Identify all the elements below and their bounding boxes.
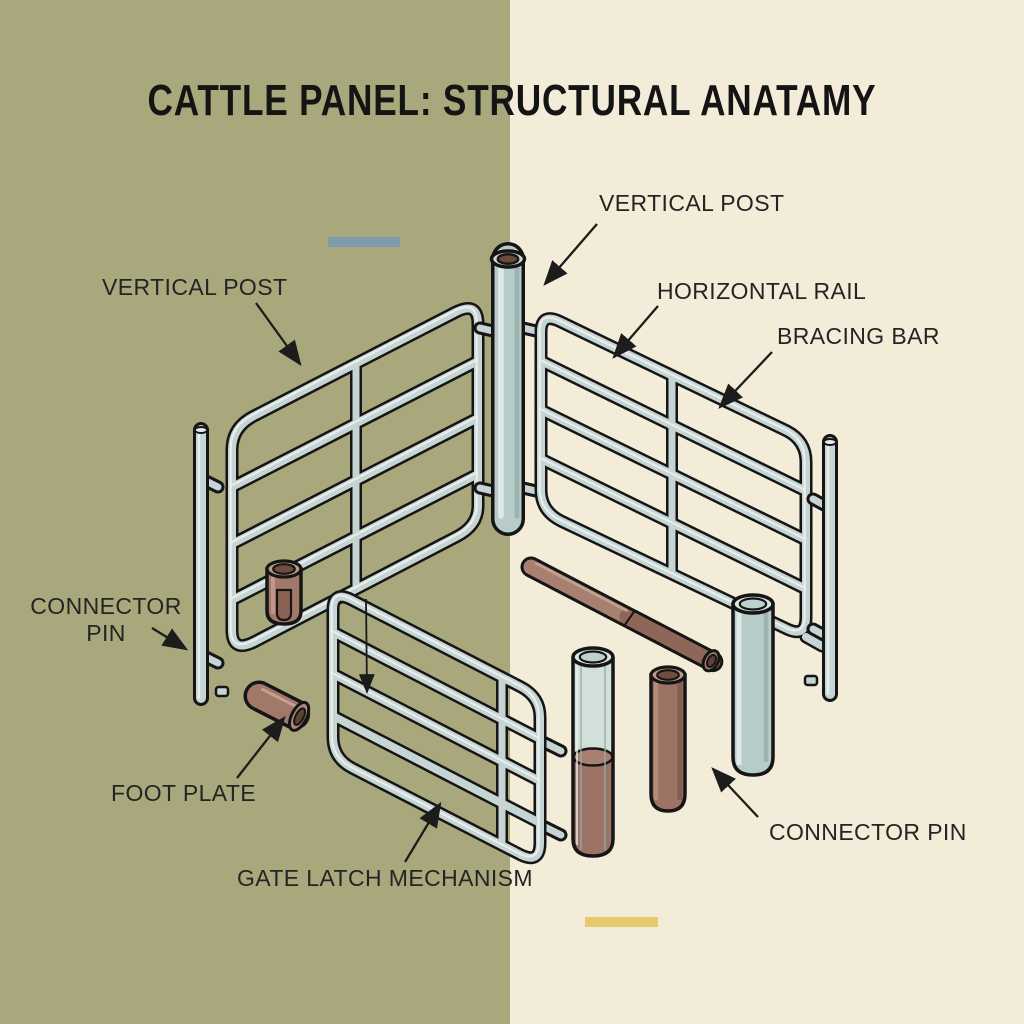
central-vertical-post: [489, 242, 527, 536]
left-vertical-post: [195, 427, 230, 698]
arrow-vertical-post-right: [543, 223, 598, 286]
foot-plate-pin: [243, 680, 311, 732]
label-bracing-bar: BRACING BAR: [777, 323, 940, 349]
accent-bar-blue: [328, 237, 400, 247]
connector-pin-glass-sleeve: [571, 646, 615, 858]
right-vertical-post: [803, 439, 836, 694]
background-left-green: [0, 0, 510, 1024]
arrow-horizontal-rail: [612, 305, 659, 359]
label-foot-plate: FOOT PLATE: [111, 780, 257, 806]
annotation-arrows: [151, 223, 773, 863]
label-horizontal-rail: HORIZONTAL RAIL: [657, 278, 867, 304]
arrow-gate-latch: [404, 801, 442, 863]
arrow-bracing-bar: [718, 351, 773, 409]
accent-bar-yellow: [585, 917, 658, 927]
connector-pin-brown: [649, 665, 687, 813]
label-vertical-post-right: VERTICAL POST: [599, 190, 785, 216]
connector-pin-cut-sleeve: [265, 559, 303, 626]
gate-panel: [332, 595, 568, 857]
arrow-foot-plate: [236, 716, 286, 779]
arrow-gate-inner: [358, 598, 375, 694]
label-gate-latch-mechanism: GATE LATCH MECHANISM: [237, 865, 533, 891]
arrow-connector-pin-left: [151, 627, 189, 651]
label-vertical-post-left: VERTICAL POST: [102, 274, 288, 300]
arrow-connector-pin-right: [711, 767, 759, 818]
page-title: CATTLE PANEL: STRUCTURAL ANATAMY: [147, 76, 877, 125]
central-post-lugs: [473, 321, 543, 498]
arrow-vertical-post-left: [255, 302, 302, 367]
label-connector-pin-right: CONNECTOR PIN: [769, 819, 967, 845]
connector-pin-metal: [731, 593, 775, 777]
bracing-bar-rod: [520, 556, 724, 673]
label-connector-pin-left: CONNECTOR PIN: [30, 593, 182, 647]
